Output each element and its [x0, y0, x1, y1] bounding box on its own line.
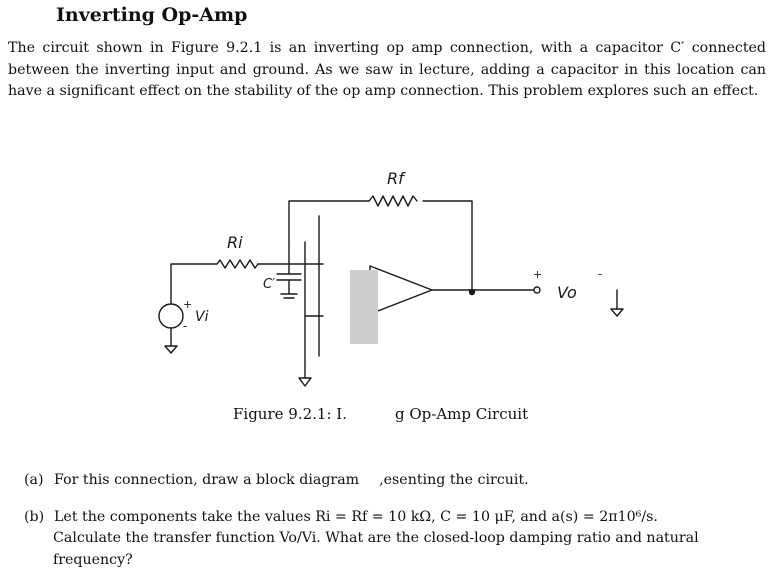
- c-prime-bottom: [280, 279, 298, 299]
- section-heading: Inverting Op-Amp: [56, 4, 248, 26]
- question-a-label: (a): [24, 472, 44, 488]
- rf-resistor: [368, 195, 418, 207]
- vo-ground-symbol: [610, 308, 624, 317]
- question-a-tail: ,esenting the circuit.: [379, 472, 529, 488]
- opamp-triangle: [369, 265, 433, 315]
- question-b: (b) Let the components take the values Ri…: [24, 507, 766, 571]
- question-b-label: (b): [24, 509, 45, 525]
- rf-label: Rf: [387, 169, 406, 188]
- feedback-wire: [288, 200, 370, 243]
- vout-label: Vo: [557, 283, 577, 302]
- output-terminal: [533, 286, 541, 294]
- question-a-text: For this connection, draw a block diagra…: [54, 472, 360, 488]
- figure-caption-right: g Op-Amp Circuit: [395, 405, 529, 423]
- vin-minus: -: [183, 319, 187, 333]
- source-ground-symbol: [164, 345, 178, 354]
- vout-minus: -: [598, 267, 602, 281]
- feedback-wire-right: [422, 200, 473, 293]
- ri-label: Ri: [227, 233, 243, 252]
- vout-plus: +: [533, 268, 542, 281]
- figure-caption-left: Figure 9.2.1: I.: [233, 405, 347, 423]
- vin-plus: +: [183, 298, 192, 311]
- question-a: (a) For this connection, draw a block dia…: [24, 470, 766, 491]
- image-occluder: [350, 270, 378, 344]
- ground-symbol: [298, 377, 312, 387]
- output-node: [468, 288, 476, 296]
- intro-paragraph: The circuit shown in Figure 9.2.1 is an …: [8, 40, 766, 100]
- circuit-diagram: Rf Ri C′ Vi + - Vo + -: [158, 169, 624, 387]
- node-wire: [257, 241, 290, 265]
- c-prime-label: C′: [263, 277, 275, 292]
- input-wire: [170, 263, 218, 305]
- voltage-source: [158, 303, 184, 329]
- question-b-continuation: Calculate the transfer function Vo/Vi. W…: [53, 530, 699, 568]
- question-b-text: Let the components take the values Ri = …: [54, 509, 658, 525]
- c-prime-plates: [276, 273, 302, 281]
- ri-resistor: [216, 259, 259, 269]
- vin-label: Vi: [195, 309, 209, 325]
